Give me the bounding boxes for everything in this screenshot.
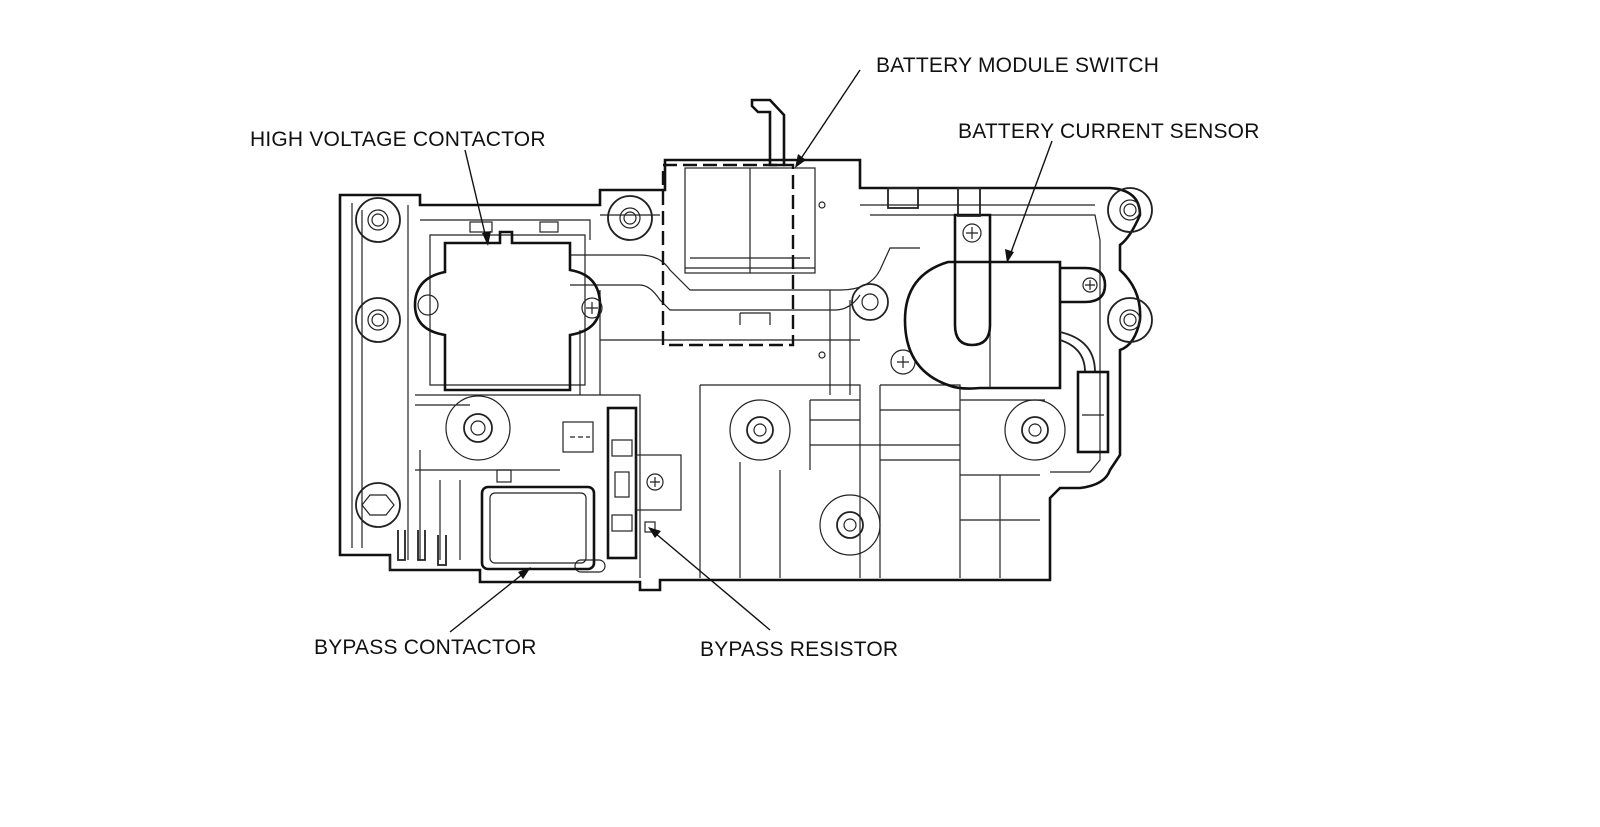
label-bypass-contactor: BYPASS CONTACTOR — [314, 636, 537, 659]
base-plate — [338, 158, 1142, 592]
label-bypass-resistor: BYPASS RESISTOR — [700, 638, 899, 661]
label-battery-module-switch: BATTERY MODULE SWITCH — [876, 54, 1160, 77]
leader-lines — [449, 69, 1053, 633]
mounting-bosses — [355, 187, 1153, 556]
battery-current-sensor — [887, 187, 1110, 454]
bypass-resistor — [562, 406, 682, 560]
high-voltage-contactor — [413, 221, 603, 392]
bypass-contactor — [480, 469, 596, 571]
label-battery-current-sensor: BATTERY CURRENT SENSOR — [958, 120, 1260, 143]
busbar — [570, 247, 920, 311]
label-high-voltage-contactor: HIGH VOLTAGE CONTACTOR — [250, 128, 546, 151]
battery-module-switch — [661, 98, 826, 359]
